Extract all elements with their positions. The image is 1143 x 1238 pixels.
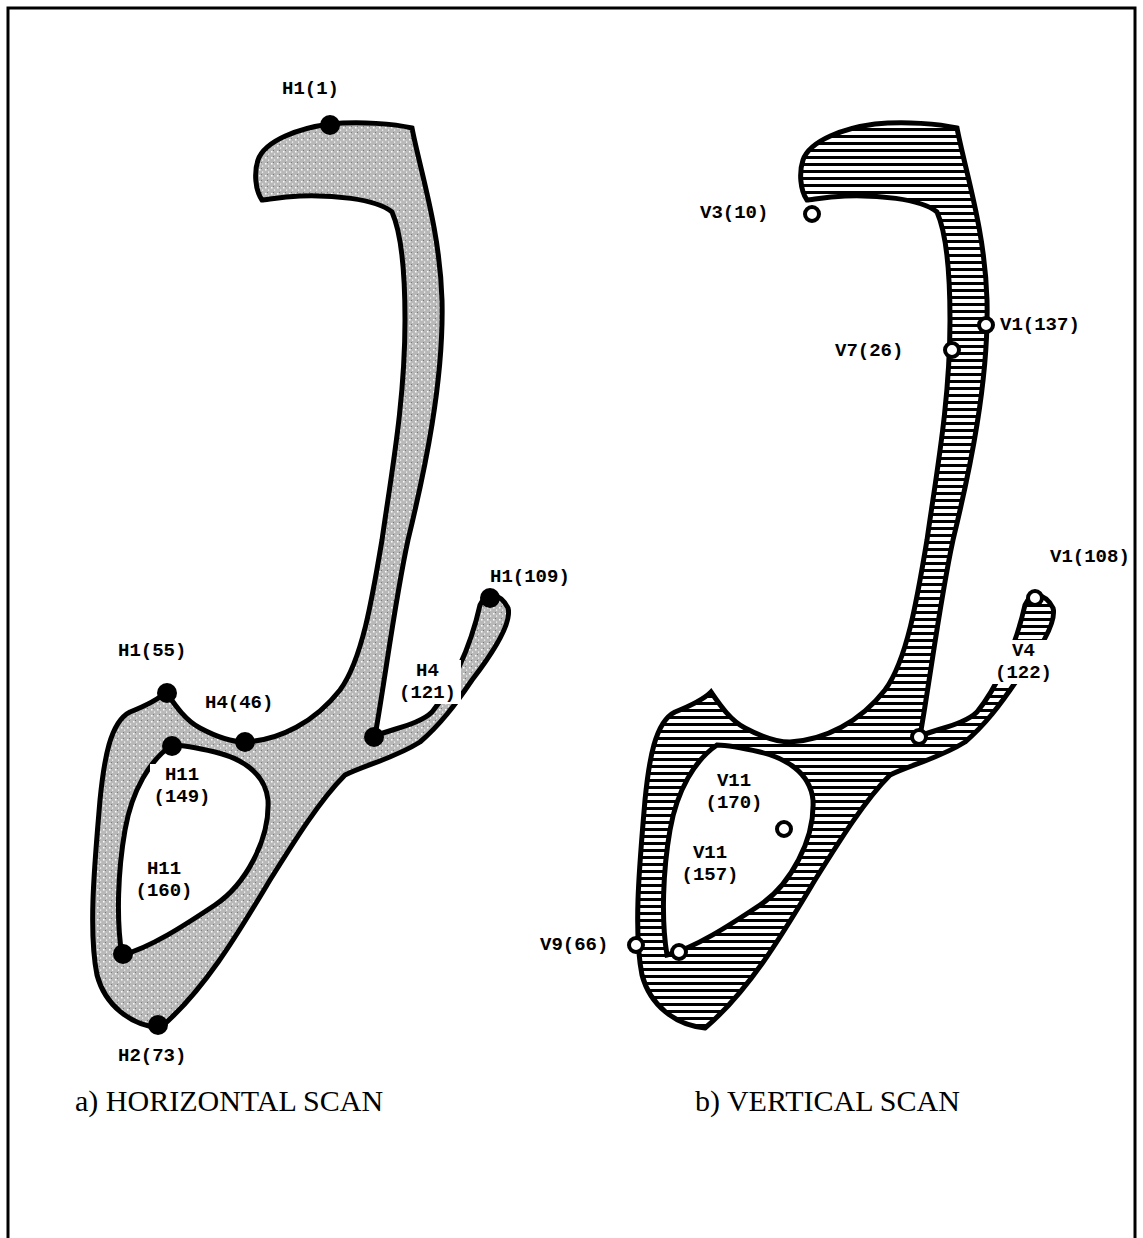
- panel-caption: b) VERTICAL SCAN: [695, 1084, 960, 1118]
- point-label: V9(66): [540, 934, 608, 956]
- point-label: V7(26): [835, 340, 903, 362]
- frame: [8, 8, 1135, 1238]
- point-label: H4(46): [205, 692, 273, 714]
- panel-caption: a) HORIZONTAL SCAN: [75, 1084, 383, 1118]
- point-label: H1(55): [118, 640, 186, 662]
- point-label: V3(10): [700, 202, 768, 224]
- horizontal-scan-shape: [93, 123, 509, 1028]
- vertical-scan-shape: [638, 123, 1054, 1028]
- point-label: V1(108): [1050, 546, 1130, 568]
- point-label: H4 (121): [394, 660, 461, 704]
- point-label: V11 (170): [702, 770, 766, 814]
- point-label: V11 (157): [678, 842, 742, 886]
- point-label: H1(109): [490, 566, 570, 588]
- point-label: H2(73): [118, 1045, 186, 1067]
- point-label: V1(137): [1000, 314, 1080, 336]
- point-label: H11 (160): [132, 858, 196, 902]
- point-label: H11 (149): [150, 764, 214, 808]
- filled-points: [113, 115, 500, 1035]
- open-points: [629, 207, 1042, 959]
- point-label: V4 (122): [990, 640, 1057, 684]
- point-label: H1(1): [282, 78, 339, 100]
